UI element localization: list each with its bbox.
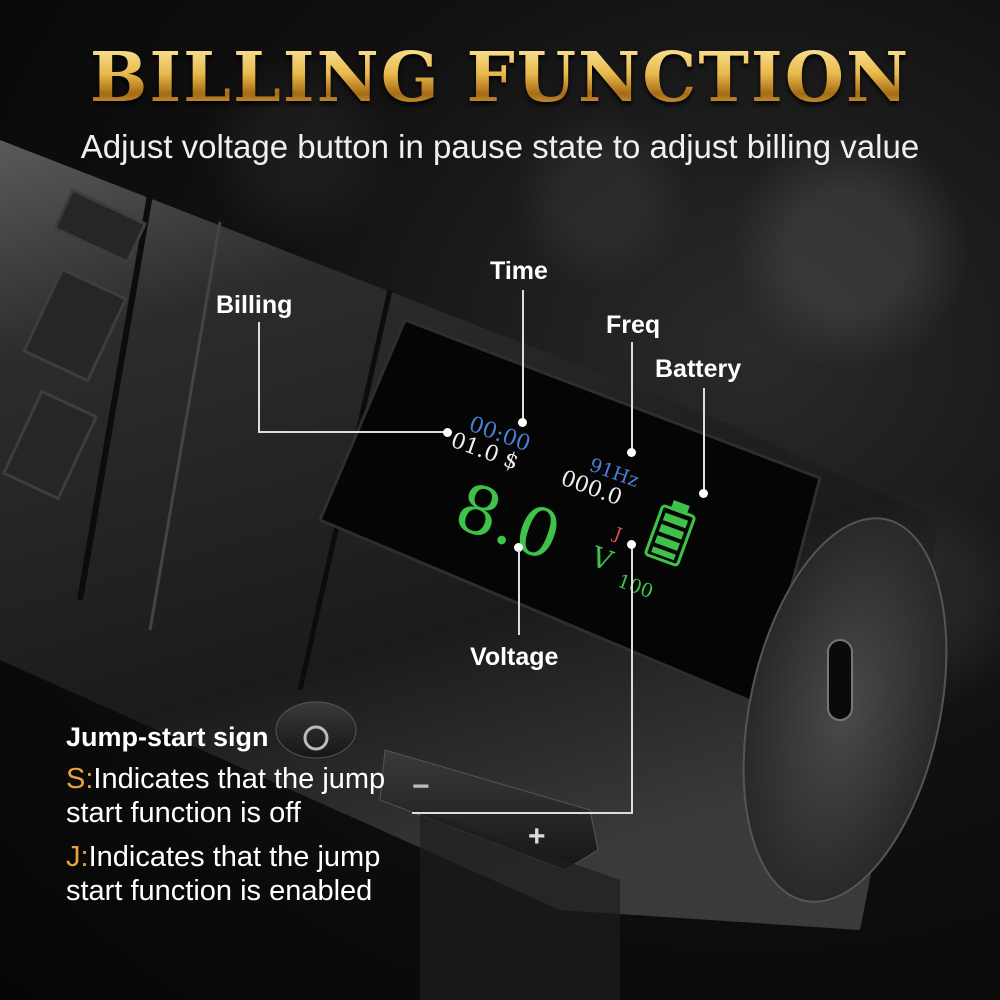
callout-billing-line-v xyxy=(258,322,260,432)
callout-battery-label: Battery xyxy=(655,355,742,383)
usb-c-port xyxy=(827,639,853,721)
legend-s-desc-1: Indicates that the jump xyxy=(93,763,386,795)
legend-s-entry: S:Indicates that the jump start function… xyxy=(66,763,385,831)
embossed-logo xyxy=(1,188,148,501)
voltage-rocker[interactable] xyxy=(379,749,599,871)
callout-billing-label: Billing xyxy=(216,291,293,319)
legend-j-entry: J:Indicates that the jump start function… xyxy=(66,841,385,909)
callout-time-line xyxy=(522,290,524,420)
jump-start-legend: Jump-start sign S:Indicates that the jum… xyxy=(66,722,385,909)
callout-time-dot xyxy=(518,418,527,427)
minus-icon: − xyxy=(412,770,430,803)
callout-jump-line-v xyxy=(631,545,633,812)
callout-voltage-line xyxy=(518,550,520,635)
callout-time-label: Time xyxy=(490,257,548,285)
legend-j-desc-2: start function is enabled xyxy=(66,874,373,907)
power-icon xyxy=(303,725,329,751)
callout-billing-line-h xyxy=(258,431,446,433)
callout-battery-line xyxy=(703,388,705,492)
callout-freq-label: Freq xyxy=(606,311,661,339)
page-subtitle: Adjust voltage button in pause state to … xyxy=(80,128,920,165)
power-button[interactable] xyxy=(275,701,357,759)
callout-freq-dot xyxy=(627,448,636,457)
legend-title: Jump-start sign xyxy=(66,722,269,752)
callout-jump-dot xyxy=(627,540,636,549)
callout-billing-dot xyxy=(443,428,452,437)
legend-j-key: J: xyxy=(66,840,89,873)
legend-j-desc-1: Indicates that the jump xyxy=(88,840,381,873)
callout-jump-line-h xyxy=(412,812,633,814)
legend-s-key: S: xyxy=(66,763,94,795)
callout-freq-line xyxy=(631,342,633,450)
callout-voltage-dot xyxy=(514,543,523,552)
callout-battery-dot xyxy=(699,489,708,498)
battery-icon xyxy=(644,500,696,567)
plus-icon: + xyxy=(528,820,546,853)
legend-s-desc-2: start function is off xyxy=(66,796,301,829)
callout-voltage-label: Voltage xyxy=(470,643,559,671)
page-title: BILLING FUNCTION xyxy=(0,38,1000,118)
